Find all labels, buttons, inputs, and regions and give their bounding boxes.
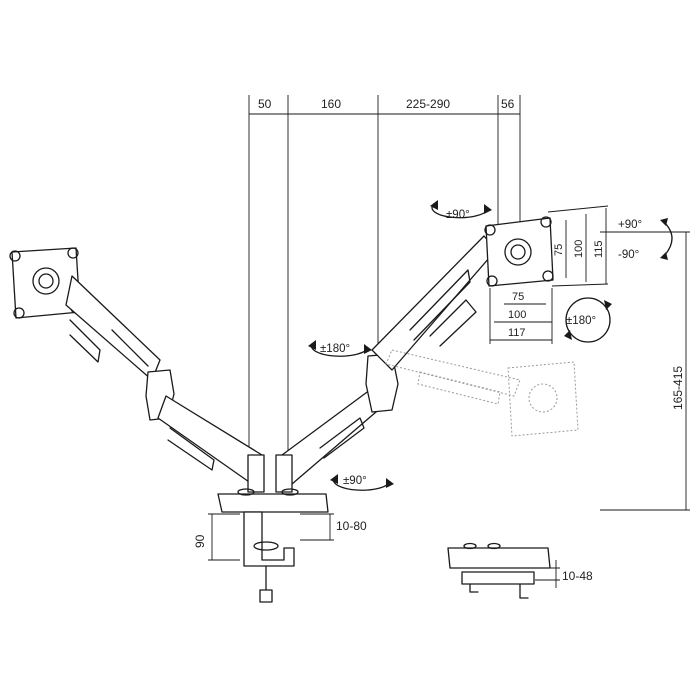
right-lower-arm-underside bbox=[319, 417, 365, 459]
right-upper-arm-line bbox=[409, 269, 471, 341]
head-swivel-label: ±90° bbox=[446, 209, 470, 221]
base-swivel-arrow bbox=[332, 477, 391, 491]
ghost-extended-position bbox=[385, 349, 579, 437]
tilt-arrow-head bbox=[660, 218, 668, 226]
left-vesa-hole bbox=[13, 307, 25, 319]
collar-top bbox=[281, 488, 299, 496]
base-plate bbox=[217, 493, 329, 513]
right-vesa-hole bbox=[486, 275, 498, 287]
vesa-h-115-label: 115 bbox=[593, 240, 605, 258]
height-range-dimension: 165-415 bbox=[600, 231, 690, 511]
vesa-w-100-label: 100 bbox=[508, 309, 526, 321]
dim-label-50: 50 bbox=[258, 97, 272, 111]
vesa-h-75-label: 75 bbox=[553, 244, 565, 256]
grommet-bracket bbox=[461, 571, 535, 585]
tilt-up-label: +90° bbox=[618, 219, 642, 231]
ghost-vesa-hub bbox=[528, 383, 558, 413]
head-rotate-label: ±180° bbox=[566, 315, 596, 327]
head-swivel-arrow-head bbox=[484, 204, 492, 214]
right-upper-arm bbox=[371, 235, 497, 371]
right-vesa-hole bbox=[542, 270, 554, 282]
grommet-collar bbox=[487, 542, 501, 550]
head-rotate-arrow-head bbox=[564, 330, 572, 340]
right-vesa-hole bbox=[540, 216, 552, 228]
rotation-callouts: +90° -90° ±90° ±180° ±180° ±90° bbox=[308, 200, 673, 491]
left-vesa-hub-inner bbox=[38, 273, 54, 289]
vesa-h-ext-bottom bbox=[551, 283, 609, 287]
vesa-dimension-box: 75 100 115 75 100 117 bbox=[489, 205, 609, 344]
vesa-h-100-label: 100 bbox=[573, 240, 585, 258]
arm-swivel-arrow bbox=[310, 343, 369, 357]
head-rotate-arrow bbox=[565, 297, 611, 343]
arm-swivel-label: ±180° bbox=[320, 343, 350, 355]
left-vesa-hub bbox=[32, 267, 60, 295]
left-lower-arm bbox=[157, 395, 263, 485]
grommet-base-plate bbox=[447, 547, 551, 569]
arm-swivel-arrow-head bbox=[308, 340, 316, 350]
left-upper-arm-line bbox=[111, 329, 149, 367]
height-range-label: 165-415 bbox=[671, 366, 685, 410]
left-lower-arm-underside bbox=[167, 427, 215, 471]
left-upper-arm-underside bbox=[69, 319, 101, 363]
left-vesa-hole bbox=[9, 250, 21, 262]
right-pole-collar bbox=[275, 454, 293, 493]
clamp-knob bbox=[259, 589, 273, 603]
right-arm bbox=[277, 216, 554, 485]
base-swivel-arrow-head bbox=[330, 474, 338, 484]
clamp-range-label: 10-80 bbox=[336, 519, 367, 533]
vesa-w-117-label: 117 bbox=[508, 327, 526, 339]
tilt-down-label: -90° bbox=[618, 249, 639, 261]
collar-top bbox=[237, 488, 255, 496]
clamp-height-label: 90 bbox=[193, 534, 207, 548]
tilt-arrow-head bbox=[660, 252, 668, 260]
c-clamp bbox=[243, 511, 295, 567]
left-arm bbox=[9, 247, 263, 485]
vesa-h-ext-top bbox=[547, 205, 609, 213]
left-vesa-hole bbox=[67, 247, 79, 259]
dim-label-160: 160 bbox=[321, 97, 341, 111]
base-assembly bbox=[217, 454, 329, 603]
tilt-arrow bbox=[663, 221, 673, 257]
grommet-collar bbox=[463, 542, 477, 550]
arm-swivel-arrow-head bbox=[364, 344, 372, 354]
grommet-mount-inset: 10-48 bbox=[447, 542, 593, 599]
base-swivel-arrow-head bbox=[386, 478, 394, 488]
top-dimension-group: 50 160 225-290 56 bbox=[248, 95, 521, 458]
right-vesa-hole bbox=[484, 224, 496, 236]
dim-label-56: 56 bbox=[501, 97, 515, 111]
ghost-arm-lower bbox=[417, 371, 501, 405]
right-vesa-hub bbox=[504, 238, 532, 266]
head-swivel-arrow-head bbox=[430, 200, 438, 210]
right-vesa-plate bbox=[485, 217, 554, 287]
grommet-range-label: 10-48 bbox=[562, 569, 593, 583]
vesa-w-75-label: 75 bbox=[512, 291, 524, 303]
base-swivel-label: ±90° bbox=[343, 475, 367, 487]
head-rotate-arrow-head bbox=[604, 300, 612, 310]
dim-label-225-290: 225-290 bbox=[406, 97, 450, 111]
grommet-bolts bbox=[469, 583, 529, 599]
ghost-arm bbox=[385, 349, 521, 397]
clamp-pad bbox=[253, 541, 279, 551]
clamp-dimensions: 90 10-80 bbox=[193, 513, 367, 561]
left-pole-collar bbox=[247, 454, 265, 493]
ghost-vesa-plate bbox=[507, 361, 579, 437]
right-vesa-hub-inner bbox=[510, 244, 526, 260]
right-upper-arm-underside bbox=[429, 299, 477, 347]
